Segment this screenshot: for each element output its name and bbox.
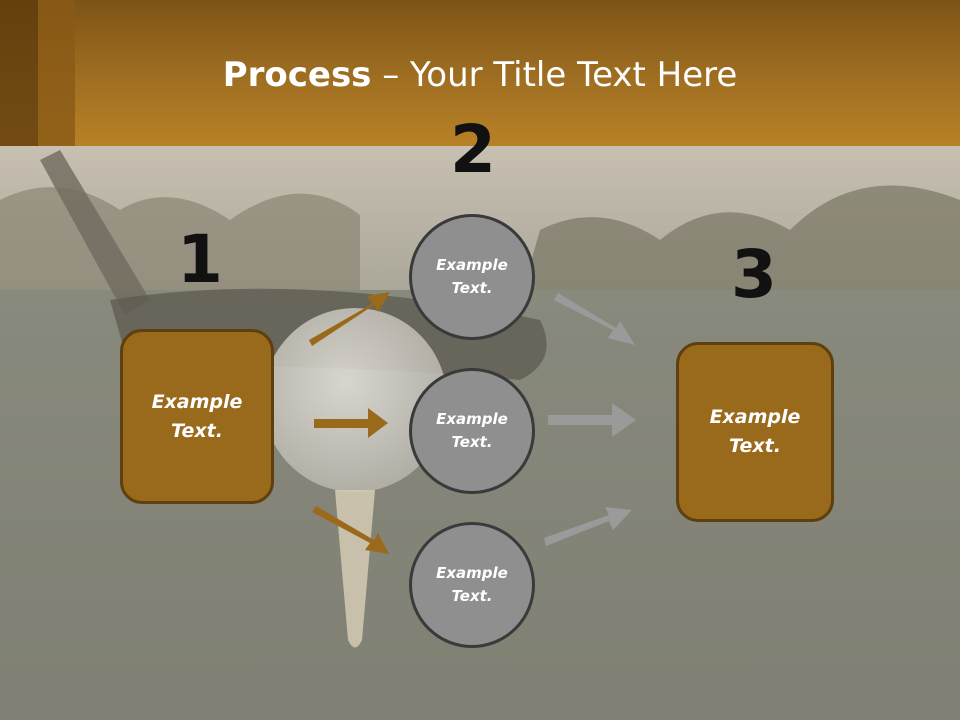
circle-top: Example Text.	[409, 214, 535, 340]
circle-middle: Example Text.	[409, 368, 535, 494]
circle-bottom-text: Example Text.	[436, 564, 508, 605]
header-accent-strip	[38, 0, 75, 146]
slide-title: Process – Your Title Text Here	[0, 55, 960, 95]
arrows-right	[544, 293, 636, 546]
arrow-down-right	[312, 506, 389, 554]
arrow-up-right-gray	[544, 507, 632, 546]
right-box-text: Example Text.	[709, 406, 801, 457]
arrow-right-gray	[548, 403, 636, 437]
left-box-text: Example Text.	[151, 390, 243, 442]
right-process-box: Example Text.	[676, 342, 834, 522]
header-accent-strip	[0, 0, 38, 146]
circle-middle-text: Example Text.	[436, 410, 508, 451]
step-number-2: 2	[450, 111, 496, 188]
title-bold: Process	[222, 55, 372, 95]
arrows-left	[309, 292, 390, 554]
step-number-3: 3	[731, 236, 777, 313]
step-number-1: 1	[177, 221, 223, 298]
arrow-down-right-gray	[554, 293, 635, 345]
arrow-right	[314, 408, 388, 438]
circle-top-text: Example Text.	[436, 256, 508, 297]
title-header-bar	[0, 0, 960, 146]
title-rest: – Your Title Text Here	[371, 55, 738, 95]
circle-bottom: Example Text.	[409, 522, 535, 648]
arrow-up-right	[309, 292, 390, 346]
left-process-box: Example Text.	[120, 329, 274, 504]
